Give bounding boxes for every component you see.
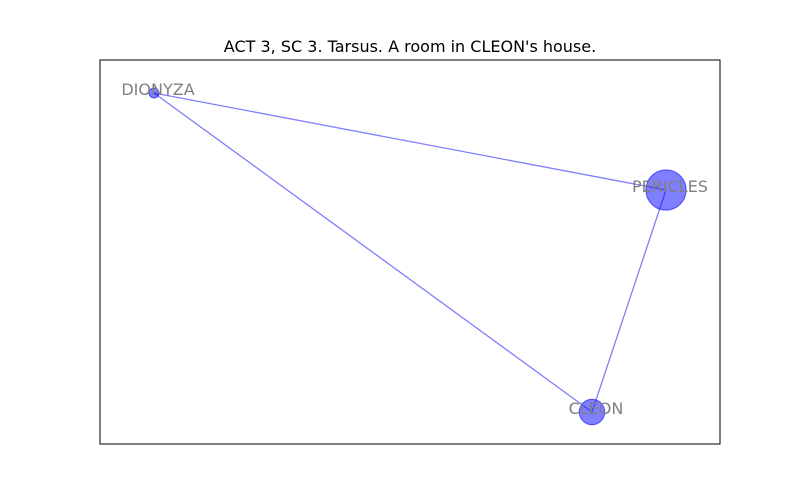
nodes-layer [148, 87, 687, 426]
edges-layer [153, 92, 667, 413]
labels-layer: DIONYZA PERICLES CLEON [121, 80, 708, 418]
edge-dionyza-pericles [153, 92, 667, 191]
node-pericles [645, 169, 687, 211]
node-label-cleon: CLEON [569, 399, 624, 418]
edge-pericles-cleon [591, 189, 667, 413]
node-label-dionyza: DIONYZA [121, 80, 194, 99]
node-dionyza [148, 87, 160, 99]
node-cleon [578, 398, 606, 426]
figure-title: ACT 3, SC 3. Tarsus. A room in CLEON's h… [224, 37, 596, 56]
plot-frame [99, 59, 721, 445]
node-label-pericles: PERICLES [632, 177, 708, 196]
edge-dionyza-cleon [153, 92, 593, 413]
